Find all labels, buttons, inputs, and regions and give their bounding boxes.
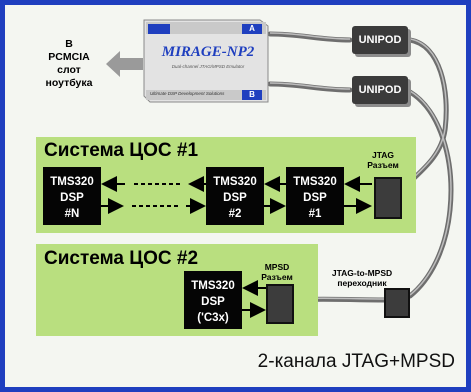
- cable-card-to-unipod-top: [267, 31, 353, 43]
- jtag-to-mpsd-adapter: [384, 288, 410, 318]
- dsp-1-block: TMS320 DSP #1: [286, 167, 344, 225]
- dsp-n-line2: DSP: [60, 192, 84, 204]
- mirage-np2-card: A MIRAGE-NP2 Dual-channel JTAG/MPSD Emul…: [142, 18, 270, 104]
- dsp-2-line2: DSP: [223, 192, 247, 204]
- jtag-connector-label-line2: Разъем: [367, 160, 399, 170]
- jtag-connector-label: JTAG Разъем: [358, 150, 408, 170]
- insert-arrow-icon: [106, 51, 143, 77]
- dsp-n-block: TMS320 DSP #N: [43, 167, 101, 225]
- card-port-a: A: [242, 24, 262, 34]
- unipod-bottom: UNIPOD: [352, 76, 408, 104]
- dsp-c3x-block: TMS320 DSP ('C3x): [184, 271, 242, 329]
- mpsd-connector-label-line2: Разъем: [261, 272, 293, 282]
- dsp-1-line1: TMS320: [293, 176, 337, 188]
- card-footer: Ultimate DSP Development Solutions: [150, 91, 225, 96]
- adapter-label-line2: переходник: [337, 278, 387, 288]
- pcmcia-slot-label: В PCMCIA слот ноутбука: [34, 38, 104, 90]
- cable-card-to-unipod-bottom: [267, 81, 353, 93]
- pcmcia-slot-label-line2: PCMCIA: [48, 51, 90, 63]
- dsp-c3x-line1: TMS320: [191, 280, 235, 292]
- dsp-1-line3: #1: [308, 208, 322, 220]
- dsp-1-line2: DSP: [303, 192, 327, 204]
- unipod-top: UNIPOD: [352, 26, 408, 54]
- mpsd-connector-label-line1: MPSD: [264, 262, 290, 272]
- dsp-c3x-line2: DSP: [201, 296, 225, 308]
- jtag-connector-label-line1: JTAG: [371, 150, 395, 160]
- card-logo: [148, 24, 170, 34]
- jtag-connector: [374, 177, 402, 219]
- dsp-2-line1: TMS320: [213, 176, 257, 188]
- card-port-b: B: [242, 90, 262, 100]
- adapter-label-line1: JTAG-to-MPSD: [331, 268, 393, 278]
- mpsd-connector-label: MPSD Разъем: [254, 262, 300, 282]
- dsp-n-line1: TMS320: [50, 176, 94, 188]
- diagram-caption: 2-канала JTAG+MPSD: [257, 351, 455, 372]
- dsp-n-line3: #N: [64, 208, 80, 220]
- jtag-to-mpsd-adapter-label: JTAG-to-MPSD переходник: [316, 268, 408, 288]
- dsp-system-2-title: Система ЦОС #2: [44, 248, 199, 269]
- card-subtitle: Dual-channel JTAG/MPSD Emulator: [171, 64, 245, 69]
- pcmcia-slot-label-line3: слот: [57, 64, 81, 76]
- dsp-c3x-line3: ('C3x): [197, 312, 229, 324]
- mpsd-connector: [266, 284, 294, 324]
- dsp-2-line3: #2: [228, 208, 242, 220]
- pcmcia-slot-label-line4: ноутбука: [45, 77, 93, 89]
- dsp-system-1-title: Система ЦОС #1: [44, 140, 199, 161]
- pcmcia-slot-label-line1: В: [65, 38, 73, 50]
- card-title: MIRAGE-NP2: [161, 44, 255, 60]
- dsp-2-block: TMS320 DSP #2: [206, 167, 264, 225]
